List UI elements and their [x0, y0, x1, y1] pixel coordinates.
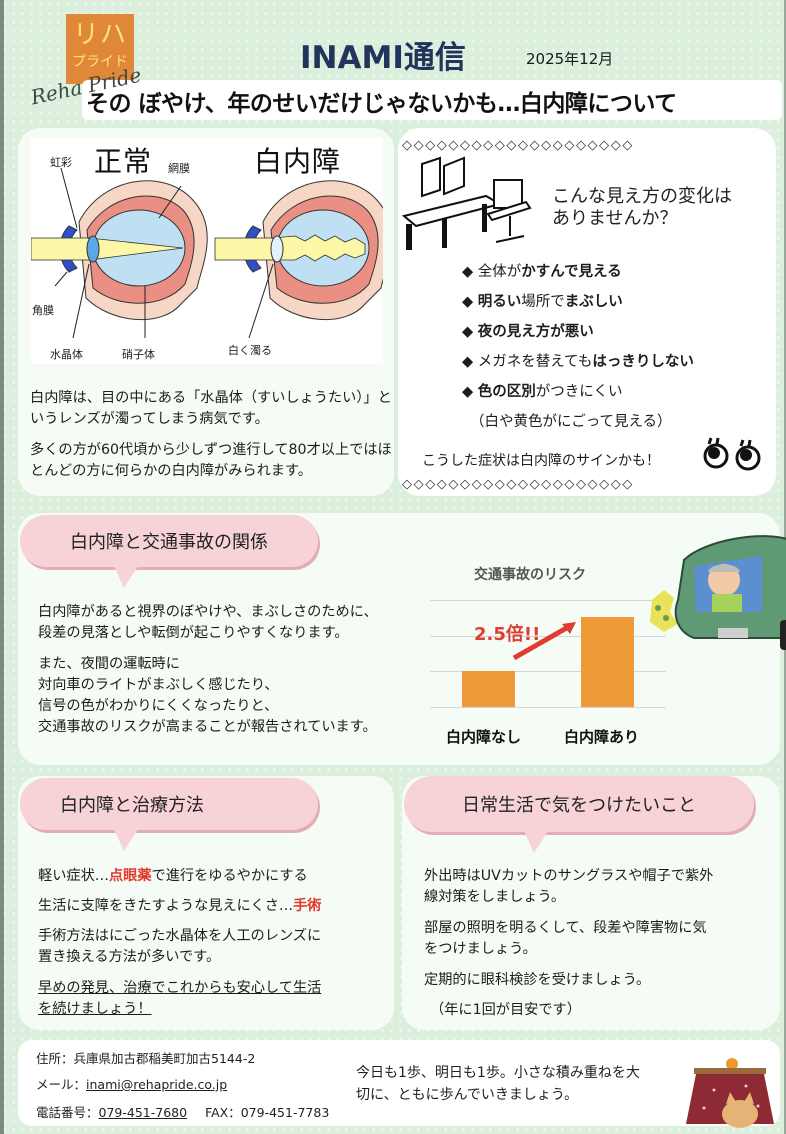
- bubble-tail: [114, 829, 138, 851]
- treatment-line-1: 軽い症状…点眼薬で進行をゆるやかにする: [38, 868, 308, 884]
- rehapride-logo: リハ プライド: [66, 14, 134, 84]
- bar-label-no-cataract: 白内障なし: [446, 728, 522, 746]
- diamond-border-bottom: ◇◇◇◇◇◇◇◇◇◇◇◇◇◇◇◇◇◇◇◇: [402, 477, 634, 492]
- normal-eye-heading: 正常: [94, 145, 153, 178]
- treatment-heading: 白内障と治療方法: [60, 795, 204, 816]
- symptom-item: ◆ 全体がかすんで見える: [462, 264, 622, 280]
- traffic-paragraph-2: また、夜間の運転時に 対向車のライトがまぶしく感じたり、 信号の色がわかりにくく…: [38, 656, 377, 735]
- computer-desk-icon: [401, 156, 532, 250]
- footer-phone: 電話番号：079-451-7680 FAX：079-451-7783: [36, 1105, 330, 1120]
- eye-diagram: [30, 138, 392, 364]
- daily-heading-bubble: 日常生活で気をつけたいこと: [404, 776, 754, 832]
- label-vitreous: 硝子体: [122, 348, 155, 361]
- daily-paragraph-4: （年に1回が目安です）: [430, 1002, 581, 1018]
- symptom-item: ◆ メガネを替えてもはっきりしない: [462, 354, 694, 370]
- cataract-eye-heading: 白内障: [254, 145, 342, 178]
- newsletter-title-text: INAMI通信: [300, 40, 466, 76]
- symptom-item: ◆ 明るい場所でまぶしい: [462, 294, 623, 310]
- page-subtitle: その ぼやけ、年のせいだけじゃないかも…白内障について: [86, 91, 677, 117]
- footer-email: メール：inami@rehapride.co.jp: [36, 1077, 228, 1092]
- eye-diagram-illustration: [30, 167, 392, 339]
- diamond-border-top: ◇◇◇◇◇◇◇◇◇◇◇◇◇◇◇◇◇◇◇◇: [402, 138, 634, 153]
- symptoms-panel: [398, 128, 776, 496]
- footer-panel: [18, 1040, 780, 1126]
- logo-line1: リハ: [72, 20, 127, 50]
- symptom-item: ◆ 色の区別がつきにくい: [462, 384, 623, 400]
- daily-heading: 日常生活で気をつけたいこと: [462, 795, 696, 816]
- traffic-heading: 白内障と交通事故の関係: [70, 532, 268, 553]
- kotatsu-cat-illustration: [684, 1056, 776, 1134]
- fax-number: 079-451-7783: [240, 1105, 330, 1120]
- chart-gridline: [430, 600, 666, 601]
- eye-drops-highlight: 点眼薬: [108, 868, 152, 884]
- diamond-bullet-icon: ◆: [462, 384, 474, 400]
- diamond-bullet-icon: ◆: [462, 354, 474, 370]
- diamond-bullet-icon: ◆: [462, 294, 474, 310]
- bar-label-with-cataract: 白内障あり: [564, 728, 640, 746]
- logo-line2: プライド: [72, 54, 128, 70]
- label-iris: 虹彩: [50, 156, 72, 169]
- newsletter-title: INAMI通信: [300, 32, 466, 77]
- label-cornea: 角膜: [32, 304, 54, 317]
- eyes-icon: [702, 436, 768, 476]
- footer-address: 住所：兵庫県加古郡稲美町加古5144-2: [36, 1051, 256, 1066]
- chart-title: 交通事故のリスク: [474, 567, 586, 583]
- daily-paragraph-1: 外出時はUVカットのサングラスや帽子で紫外 線対策をしましょう。: [424, 868, 714, 905]
- symptom-question-line2: ありませんか？: [552, 208, 678, 229]
- chart-gridline: [430, 671, 666, 672]
- bar-with-cataract: [581, 617, 634, 707]
- traffic-heading-bubble: 白内障と交通事故の関係: [20, 515, 318, 567]
- symptom-question: こんな見え方の変化は ありませんか？: [552, 186, 732, 230]
- bubble-tail: [524, 831, 548, 853]
- treatment-line-2: 生活に支障をきたすような見えにくさ…手術: [38, 898, 322, 914]
- desk-illustration: [401, 156, 534, 256]
- email-link[interactable]: inami@rehapride.co.jp: [86, 1077, 228, 1092]
- intro-paragraph-2: 多くの方が60代頃から少しずつ進行して80才以上ではほとんどの方に何らかの白内障…: [30, 442, 392, 479]
- intro-paragraph-1: 白内障は、目の中にある「水晶体（すいしょうたい）」というレンズが濁ってしまう病気…: [30, 390, 392, 427]
- treatment-paragraph-3: 手術方法はにごった水晶体を人工のレンズに 置き換える方法が多いです。: [38, 928, 322, 965]
- label-cloudy: 白く濁る: [228, 344, 272, 357]
- subtitle-bar: [82, 80, 782, 120]
- risk-multiplier: 2.5倍!!: [474, 624, 541, 645]
- car-accident-illustration: [644, 520, 786, 664]
- daily-paragraph-3: 定期的に眼科検診を受けましょう。: [424, 972, 651, 988]
- footer-message: 今日も1歩、明日も1歩。小さな積み重ねを大 切に、ともに歩んでいきましょう。: [356, 1065, 640, 1103]
- treatment-paragraph-4: 早めの発見、治療でこれからも安心して生活 を続けましょう！: [38, 980, 322, 1017]
- symptom-note: （白や黄色がにごって見える）: [470, 414, 672, 430]
- diamond-bullet-icon: ◆: [462, 324, 474, 340]
- label-lens: 水晶体: [50, 348, 83, 361]
- bar-no-cataract: [462, 671, 515, 707]
- phone-link[interactable]: 079-451-7680: [98, 1105, 188, 1120]
- symptom-closing: こうした症状は白内障のサインかも！: [422, 453, 660, 469]
- surgery-highlight: 手術: [293, 898, 322, 914]
- treatment-heading-bubble: 白内障と治療方法: [20, 778, 318, 830]
- arrow-up-icon: [510, 618, 580, 666]
- daily-paragraph-2: 部屋の照明を明るくして、段差や障害物に気 をつけましょう。: [424, 920, 707, 957]
- diamond-bullet-icon: ◆: [462, 264, 474, 280]
- issue-date: 2025年12月: [526, 50, 614, 68]
- label-retina: 網膜: [168, 162, 190, 175]
- symptom-item: ◆ 夜の見え方が悪い: [462, 324, 594, 340]
- symptom-question-line1: こんな見え方の変化は: [552, 186, 732, 207]
- traffic-paragraph-1: 白内障があると視界のぼやけや、まぶしさのために、 段差の見落としや転倒が起こりや…: [38, 604, 378, 641]
- bubble-tail: [114, 566, 138, 588]
- chart-gridline: [430, 707, 666, 708]
